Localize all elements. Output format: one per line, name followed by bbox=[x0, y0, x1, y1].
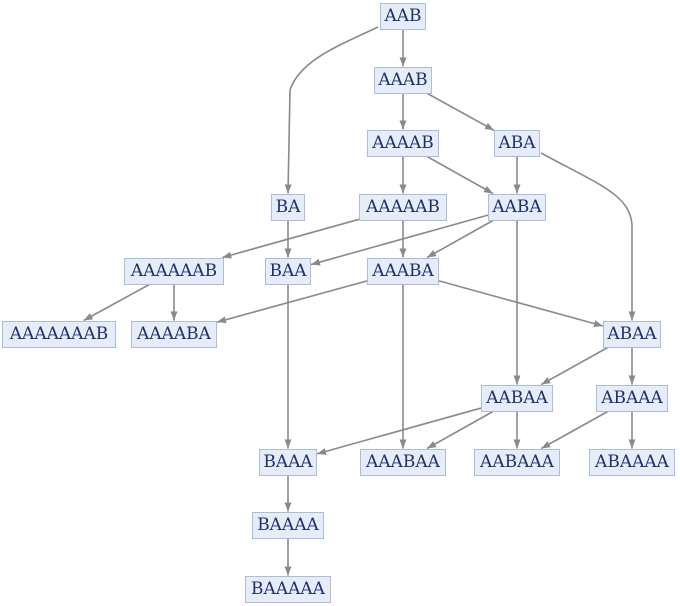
edge-aab-to-ba bbox=[284, 26, 379, 194]
node-aaab: AAAB bbox=[374, 66, 432, 94]
node-abaa: ABAA bbox=[603, 320, 661, 348]
edge-aaaba-to-aaaaba bbox=[216, 280, 368, 324]
edge-aba-to-abaa bbox=[540, 152, 636, 321]
node-aaaaaab: AAAAAAB bbox=[124, 257, 224, 285]
node-baaaa: BAAAA bbox=[252, 511, 324, 539]
edge-abaa-to-aabaa bbox=[540, 346, 609, 386]
node-aaba: AABA bbox=[488, 193, 546, 221]
edge-aabaa-to-baaa bbox=[316, 407, 482, 455]
node-aab: AAB bbox=[380, 2, 426, 30]
node-aaabaa: AAABAA bbox=[360, 448, 446, 476]
node-baaaaa: BAAAAA bbox=[245, 575, 331, 603]
node-abaaa: ABAAA bbox=[596, 384, 668, 412]
node-aaaaba: AAAABA bbox=[131, 320, 217, 348]
node-aaaaaaab: AAAAAAAB bbox=[2, 320, 116, 348]
edge-abaaa-to-aabaaa bbox=[540, 410, 609, 450]
node-aaaab: AAAAB bbox=[367, 129, 439, 157]
edge-aaaab-to-aaba bbox=[426, 155, 494, 195]
edge-aaaaab-to-aaaaaab bbox=[222, 218, 360, 259]
edge-aabaa-to-aaabaa bbox=[426, 410, 494, 450]
node-baa: BAA bbox=[265, 257, 311, 285]
node-aaaba: AAABA bbox=[367, 257, 439, 285]
edge-aaaba-to-abaa bbox=[438, 280, 604, 328]
edge-aaba-to-aaaba bbox=[426, 219, 494, 259]
node-aabaa: AABAA bbox=[481, 384, 553, 412]
node-aba: ABA bbox=[494, 129, 540, 157]
node-aaaaab: AAAAAB bbox=[359, 193, 447, 221]
node-baaa: BAAA bbox=[259, 448, 317, 476]
edge-aaba-to-baa bbox=[310, 214, 489, 266]
node-ba: BA bbox=[271, 193, 305, 221]
edge-aaab-to-aba bbox=[427, 92, 495, 131]
edge-aaaaaab-to-aaaaaaab bbox=[83, 283, 150, 322]
node-abaaaa: ABAAAA bbox=[589, 448, 675, 476]
node-aabaaa: AABAAA bbox=[474, 448, 560, 476]
